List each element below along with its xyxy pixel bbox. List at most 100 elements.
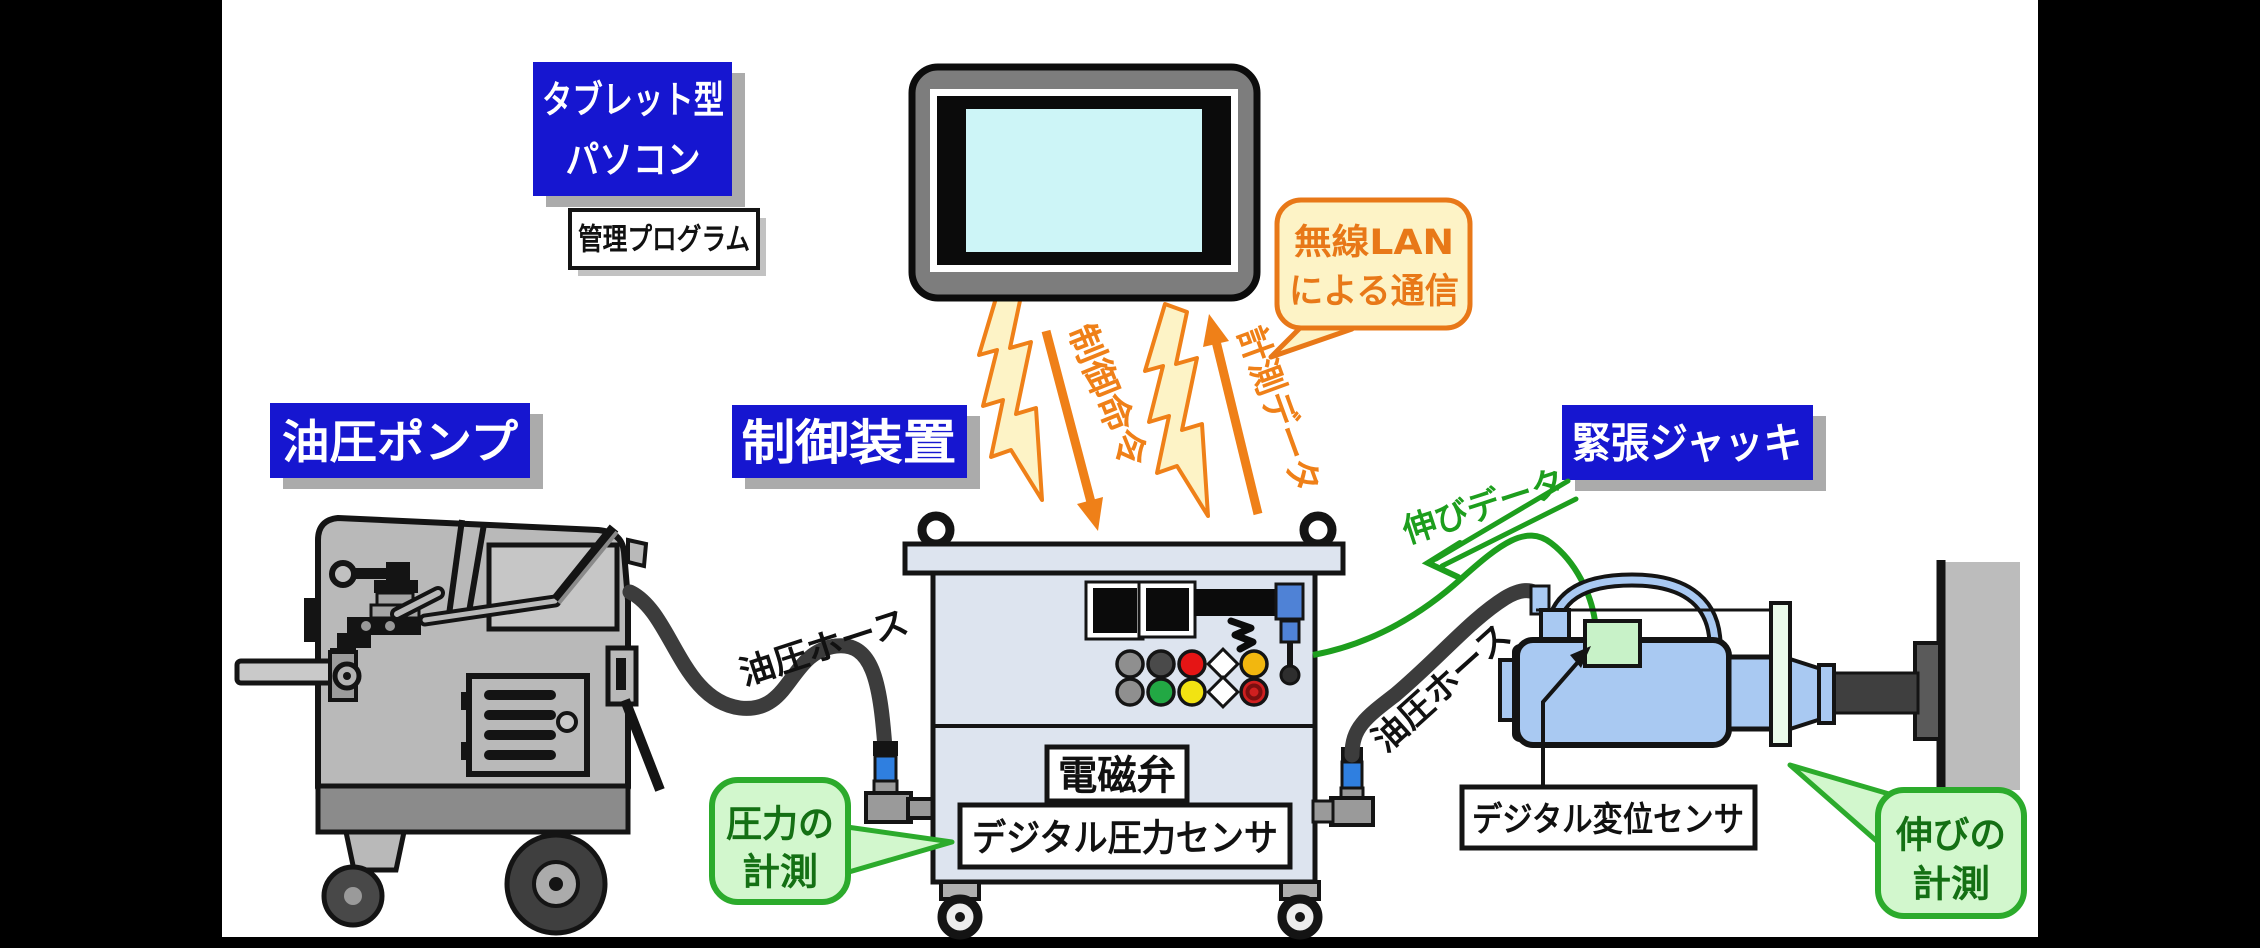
pump-manifold-port2	[385, 621, 395, 631]
cabinet-lift-ring-left	[917, 511, 955, 549]
button-estop-ring	[1245, 683, 1263, 701]
pump-valve-block1	[386, 562, 410, 580]
hydraulic-pump-machine	[234, 515, 665, 936]
button-white-1	[1206, 647, 1240, 681]
hose-left-elbow	[864, 791, 913, 824]
display1-screen	[1093, 588, 1137, 633]
cabinet-lift-ring-right	[1299, 511, 1337, 549]
jack-flange-plate	[1769, 601, 1792, 747]
cabinet-caster-right-axle	[1295, 912, 1305, 922]
tablet-label-box	[533, 62, 732, 196]
lightning-bolt-right-icon	[1143, 302, 1210, 518]
elongation-bubble-line1: 伸びの	[1895, 814, 2006, 857]
wireless-lan-bubble: 無線LAN による通信	[1268, 197, 1473, 360]
control-command-arrow-shaft	[1041, 329, 1097, 508]
cabinet-lid	[902, 541, 1346, 576]
joystick-knob	[1279, 664, 1301, 686]
tension-jack-assembly	[1498, 560, 2020, 792]
measurement-data-arrow-shaft	[1209, 331, 1263, 516]
jack-label: 緊張ジャッキ	[1572, 419, 1802, 468]
pump-rear-ear	[626, 537, 649, 569]
pump-lever-knob	[329, 560, 357, 588]
hose-right-stub	[1311, 799, 1335, 824]
hose-right-connector-blue	[1340, 760, 1364, 790]
wireless-lan-bubble-box	[1274, 197, 1473, 331]
wireless-lan-line1: 無線LAN	[1294, 223, 1454, 263]
anchor-wall	[1941, 562, 2020, 790]
control-device-cabinet: 電磁弁 デジタル圧力センサ	[902, 511, 1375, 940]
pump-small-lever	[394, 590, 441, 617]
sensor-wire	[1312, 532, 1598, 658]
pump-pullrod-outline	[551, 524, 619, 604]
pump-lever-bar	[352, 568, 390, 579]
jack-nose-ring	[1817, 663, 1836, 725]
pump-door-hinge1	[461, 692, 471, 710]
pressure-bubble-line2: 計測	[742, 851, 818, 894]
display2-screen	[1146, 588, 1189, 631]
button-yellow	[1177, 677, 1207, 707]
jack-label-box	[1562, 405, 1813, 480]
button-white-2	[1206, 675, 1240, 709]
management-program-label: 管理プログラム	[578, 223, 750, 258]
tablet-label-line2: パソコン	[566, 138, 701, 182]
wireless-lan-line2: による通信	[1289, 272, 1459, 312]
tablet-pc	[908, 63, 1261, 302]
pressure-bubble-box	[709, 777, 851, 905]
pump-label: 油圧ポンプ	[282, 415, 518, 469]
hose-left-path	[622, 584, 893, 756]
hose-right-path	[1344, 583, 1548, 763]
pump-side-bracket-slot	[616, 658, 626, 690]
pump-left-tab	[304, 598, 320, 642]
joystick-base-lower	[1279, 619, 1301, 644]
tablet-screen	[966, 109, 1202, 252]
elongation-measurement-bubble: 伸びの 計測	[1787, 762, 2027, 919]
joystick-base-upper	[1274, 582, 1305, 621]
hose-left-connector-blue	[873, 754, 898, 783]
pump-vent-slat1	[484, 690, 556, 700]
pump-door-hinge2	[461, 742, 471, 760]
button-gray-2	[1115, 677, 1145, 707]
control-command-arrowhead-icon	[1077, 497, 1103, 531]
pump-valve-block2	[374, 580, 418, 593]
solenoid-valve-box	[1044, 744, 1190, 804]
elongation-arrow-shaft2	[1439, 496, 1579, 569]
pump-base-strip	[315, 783, 631, 835]
pump-rear-wheel-axle	[549, 877, 563, 891]
pump-long-lever	[422, 598, 558, 623]
jack-piston	[1726, 654, 1778, 732]
elongation-arrowhead-icon	[1421, 540, 1463, 580]
pump-caster-hub	[344, 887, 362, 905]
pump-support-leg	[620, 698, 665, 792]
display-strip	[1194, 589, 1278, 616]
pressure-sensor-label: デジタル圧力センサ	[972, 817, 1278, 860]
elongation-bubble-line2: 計測	[1912, 863, 1990, 906]
controller-label: 制御装置	[742, 415, 957, 471]
pressure-sensor-box	[957, 802, 1293, 870]
cabinet-caster-left-axle	[955, 912, 965, 922]
title-labels: タブレット型 パソコン 油圧ポンプ 制御装置 緊張ジャッキ	[270, 62, 1826, 491]
pump-strut-line1	[445, 519, 465, 623]
pump-label-box	[270, 403, 530, 478]
solenoid-valve-label: 電磁弁	[1058, 753, 1176, 799]
hose-right-elbow	[1329, 796, 1375, 827]
elongation-bubble-box	[1875, 787, 2027, 919]
button-gray-1	[1115, 649, 1145, 679]
hose-left-collar	[873, 741, 898, 756]
pump-strut-line2	[465, 523, 487, 619]
pump-vent-slat3	[484, 730, 556, 740]
pressure-measurement-bubble: 圧力の 計測	[709, 777, 955, 905]
displacement-sensor-label: デジタル変位センサ	[1472, 800, 1744, 840]
panel-scribble-icon	[1227, 617, 1257, 653]
pump-handle-pivot-pin	[343, 672, 351, 680]
displacement-sensor-leader	[1541, 652, 1587, 787]
button-estop	[1239, 677, 1269, 707]
jack-nose-cone	[1788, 656, 1823, 732]
pump-vent-hole	[556, 711, 578, 733]
pump-manifold	[347, 617, 421, 635]
displacement-sensor-box	[1459, 784, 1758, 851]
button-amber	[1239, 649, 1269, 679]
management-program-box	[568, 208, 760, 270]
button-dark-1	[1146, 649, 1176, 679]
